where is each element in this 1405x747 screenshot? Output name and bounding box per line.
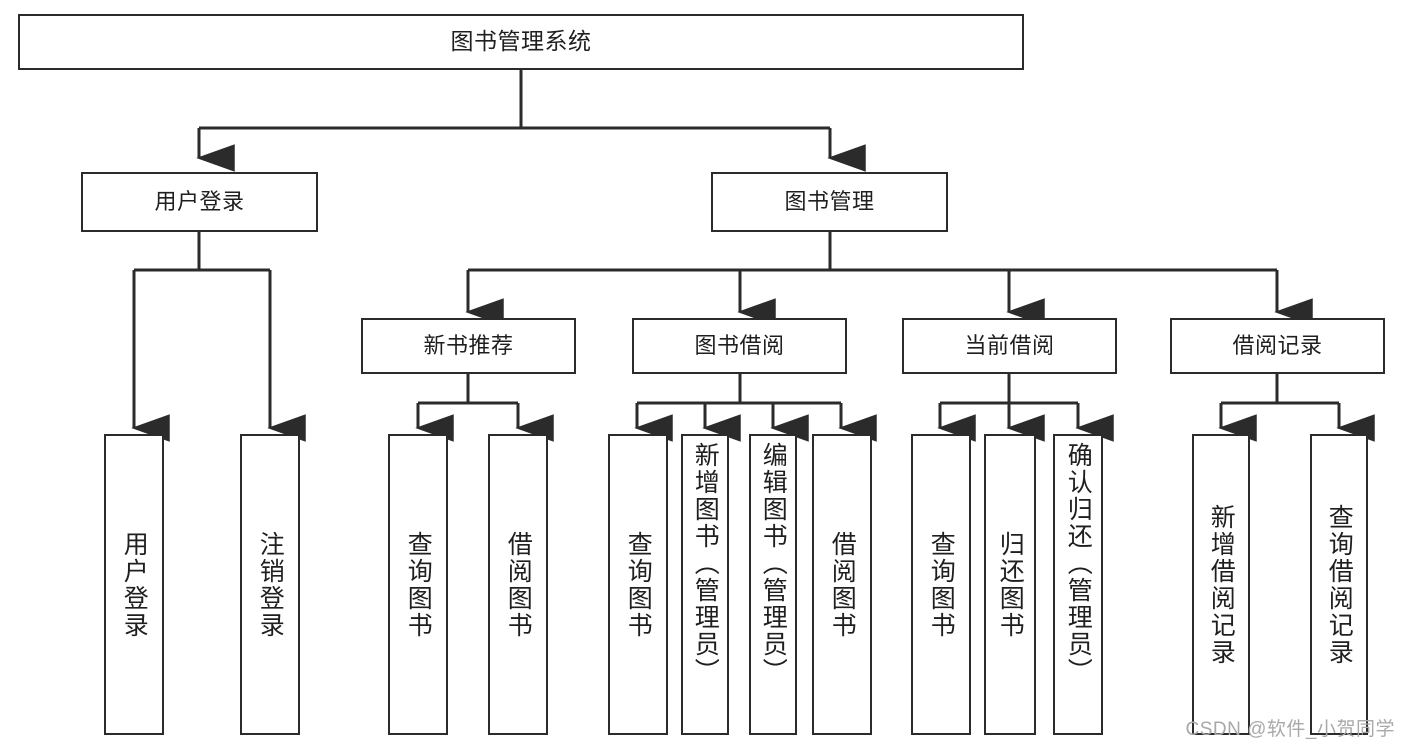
leaf-add-record[interactable]: 新增借阅记录	[1192, 434, 1250, 735]
node-new-book-recommend-label: 新书推荐	[423, 333, 514, 359]
leaf-user-login[interactable]: 用户登录	[104, 434, 164, 735]
leaf-add-book-admin-label: 新增图书（管理员）	[691, 442, 720, 685]
node-root[interactable]: 图书管理系统	[18, 14, 1024, 70]
leaf-query-record-label: 查询借阅记录	[1325, 503, 1354, 666]
leaf-query-book-2[interactable]: 查询图书	[608, 434, 668, 735]
node-book-management-label: 图书管理	[784, 189, 875, 215]
leaf-query-book-3[interactable]: 查询图书	[911, 434, 971, 735]
node-user-login-label: 用户登录	[154, 189, 245, 215]
leaf-edit-book-admin-label: 编辑图书（管理员）	[759, 442, 788, 685]
node-borrow-record-label: 借阅记录	[1232, 333, 1323, 359]
node-user-login[interactable]: 用户登录	[81, 172, 318, 232]
node-current-borrow-label: 当前借阅	[964, 333, 1055, 359]
leaf-query-book-1-label: 查询图书	[404, 530, 433, 639]
node-book-management[interactable]: 图书管理	[711, 172, 948, 232]
leaf-return-book[interactable]: 归还图书	[984, 434, 1036, 735]
node-new-book-recommend[interactable]: 新书推荐	[361, 318, 576, 374]
leaf-user-logout-label: 注销登录	[256, 530, 285, 639]
leaf-query-record[interactable]: 查询借阅记录	[1310, 434, 1368, 735]
leaf-add-record-label: 新增借阅记录	[1207, 503, 1236, 666]
node-borrow-record[interactable]: 借阅记录	[1170, 318, 1385, 374]
leaf-borrow-book-2-label: 借阅图书	[828, 530, 857, 639]
leaf-user-logout[interactable]: 注销登录	[240, 434, 300, 735]
node-book-borrow-label: 图书借阅	[694, 333, 785, 359]
leaf-borrow-book-1-label: 借阅图书	[504, 530, 533, 639]
node-current-borrow[interactable]: 当前借阅	[902, 318, 1117, 374]
leaf-edit-book-admin[interactable]: 编辑图书（管理员）	[749, 434, 797, 735]
leaf-return-book-label: 归还图书	[996, 530, 1025, 639]
leaf-confirm-return-admin[interactable]: 确认归还（管理员）	[1053, 434, 1103, 735]
leaf-query-book-1[interactable]: 查询图书	[388, 434, 448, 735]
leaf-query-book-3-label: 查询图书	[927, 530, 956, 639]
leaf-confirm-return-admin-label: 确认归还（管理员）	[1064, 442, 1093, 685]
node-book-borrow[interactable]: 图书借阅	[632, 318, 847, 374]
leaf-query-book-2-label: 查询图书	[624, 530, 653, 639]
leaf-borrow-book-2[interactable]: 借阅图书	[812, 434, 872, 735]
node-root-label: 图书管理系统	[450, 28, 592, 55]
leaf-add-book-admin[interactable]: 新增图书（管理员）	[681, 434, 729, 735]
leaf-borrow-book-1[interactable]: 借阅图书	[488, 434, 548, 735]
leaf-user-login-label: 用户登录	[120, 530, 149, 639]
